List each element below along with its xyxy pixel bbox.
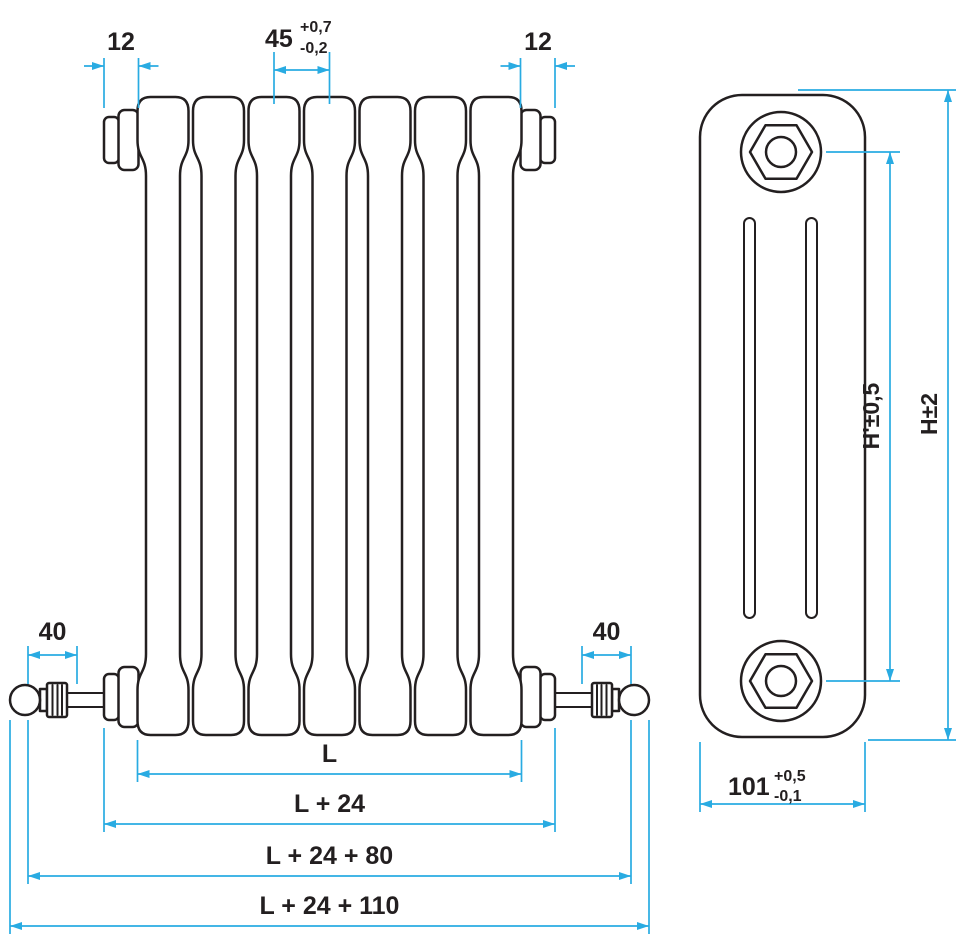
radiator-section-1 — [136, 95, 190, 737]
plug-top — [739, 110, 823, 194]
dim-label-pitch: 45 — [265, 25, 293, 53]
bushing-top-right — [519, 108, 557, 172]
dimension-length-24-110: L + 24 + 110 — [9, 720, 650, 934]
bushing-top-left — [102, 108, 140, 172]
column-groove-right — [805, 217, 818, 619]
dimension-height-centers: H'±0,5 — [826, 151, 900, 682]
dimension-valve-right: 40 — [581, 618, 632, 684]
dim-label-height-overall: H±2 — [916, 393, 942, 435]
dim-label-pitch-tol-minus: -0,2 — [300, 40, 328, 57]
dim-label-pitch-tol-plus: +0,7 — [300, 19, 332, 36]
dim-label-height-centers: H'±0,5 — [858, 382, 884, 449]
radiator-section-4 — [302, 95, 357, 737]
dimension-depth: 101 +0,5 -0,1 — [699, 742, 866, 812]
dimension-height-overall: H±2 — [798, 89, 956, 741]
dimension-pitch: 45 +0,7 -0,2 — [265, 19, 332, 104]
radiator-section-5 — [358, 95, 412, 737]
dim-label-valve-right: 40 — [593, 618, 621, 646]
dim-label-length-24: L + 24 — [294, 790, 365, 818]
radiator-body-side — [698, 93, 867, 739]
radiator-section-7 — [469, 95, 523, 737]
column-groove-left — [743, 217, 756, 619]
dim-label-depth: 101 — [728, 773, 770, 801]
plug-bore — [764, 135, 798, 169]
plug-bore — [764, 664, 798, 698]
radiator-section-6 — [413, 95, 468, 737]
radiator-section-3 — [247, 95, 301, 737]
side-view — [698, 93, 867, 739]
dim-label-bushing-left: 12 — [107, 28, 135, 56]
bushing-bottom-right — [519, 665, 557, 729]
dimension-bushing-right: 12 — [500, 28, 575, 108]
dimension-length-24-80: L + 24 + 80 — [27, 720, 632, 884]
dim-label-length-24-110: L + 24 + 110 — [260, 892, 400, 920]
dim-label-length: L — [322, 740, 337, 768]
dim-label-depth-tol-plus: +0,5 — [774, 768, 806, 785]
dimension-length-24: L + 24 — [103, 728, 556, 832]
dim-label-valve-left: 40 — [39, 618, 67, 646]
dimension-valve-left: 40 — [27, 618, 78, 684]
dim-label-depth-tol-minus: -0,1 — [774, 788, 802, 805]
plug-bottom — [739, 639, 823, 723]
dim-label-length-24-80: L + 24 + 80 — [266, 842, 393, 870]
dimension-bushing-left: 12 — [84, 28, 159, 108]
dim-label-bushing-right: 12 — [524, 28, 552, 56]
bushing-bottom-left — [102, 665, 140, 729]
dimension-length: L — [136, 740, 523, 782]
radiator-section-2 — [191, 95, 246, 737]
